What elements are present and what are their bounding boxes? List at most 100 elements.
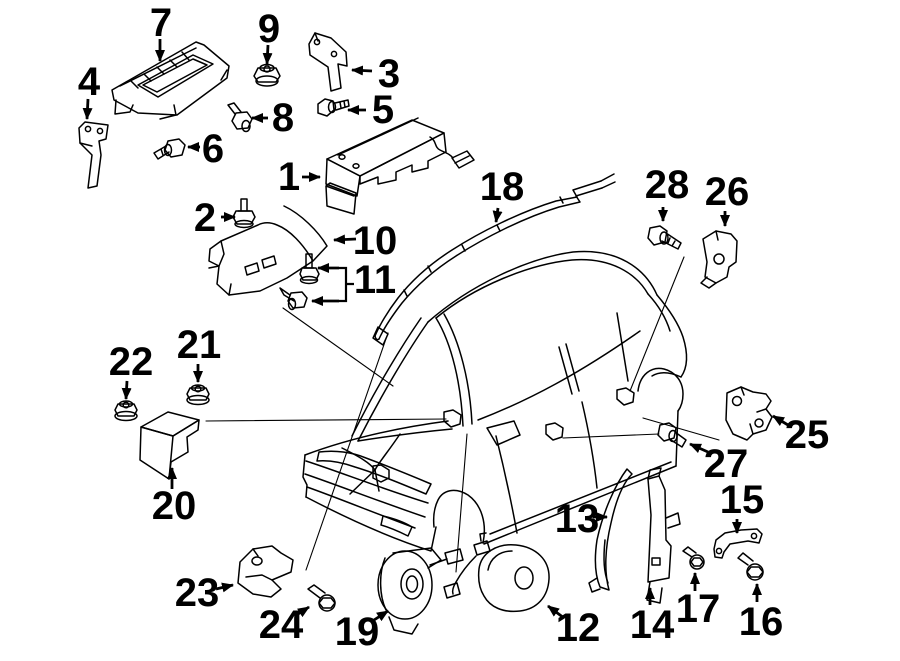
rear-door-seam — [581, 401, 598, 489]
callout-20[interactable]: 20 — [152, 467, 197, 528]
beltline — [477, 330, 641, 421]
a-pillar-far — [351, 317, 429, 442]
side-mirror — [486, 420, 521, 446]
part-17-bolt — [682, 546, 705, 570]
callout-16-label[interactable]: 16 — [739, 600, 784, 644]
callout-13-label[interactable]: 13 — [555, 497, 600, 541]
leader-line-bolts11-to-windshield — [282, 307, 394, 387]
callout-11[interactable]: 11 — [311, 258, 396, 306]
leader-line-bolt28-to-rear-door — [629, 256, 685, 392]
callout-18-arrow — [492, 207, 503, 223]
callout-25-arrow — [772, 414, 789, 427]
callout-28[interactable]: 28 — [645, 163, 690, 222]
vehicle-outline — [302, 250, 688, 552]
callout-19[interactable]: 19 — [335, 609, 389, 654]
clockspring-connector — [444, 548, 464, 565]
callout-13[interactable]: 13 — [555, 497, 608, 541]
callout-27[interactable]: 27 — [689, 442, 749, 486]
part-12-driver-airbag-module — [443, 532, 550, 613]
part-26-side-sensor — [700, 230, 738, 289]
callout-25-label[interactable]: 25 — [785, 413, 830, 457]
airbag-wire — [429, 136, 454, 159]
callout-16[interactable]: 16 — [739, 583, 784, 644]
callout-14-label[interactable]: 14 — [630, 603, 675, 647]
callout-24-label[interactable]: 24 — [259, 603, 304, 647]
callout-1[interactable]: 1 — [278, 155, 321, 199]
front-door-seam — [495, 435, 518, 534]
callout-15[interactable]: 15 — [720, 478, 765, 534]
callout-21-label[interactable]: 21 — [177, 323, 222, 367]
part-27-bolt — [657, 422, 687, 448]
callout-25[interactable]: 25 — [772, 413, 830, 457]
callout-19-label[interactable]: 19 — [335, 610, 380, 654]
callout-26[interactable]: 26 — [705, 170, 750, 227]
part-15-bracket — [713, 528, 763, 559]
callout-3-label[interactable]: 3 — [378, 52, 400, 96]
callout-6-label[interactable]: 6 — [202, 127, 224, 171]
callout-18[interactable]: 18 — [480, 165, 525, 223]
leader-line-sensor23-to-body — [305, 332, 389, 571]
part-16-bolt — [737, 552, 764, 581]
callout-20-label[interactable]: 20 — [152, 484, 197, 528]
airbag-12-wire — [451, 555, 477, 595]
callout-12-label[interactable]: 12 — [556, 606, 601, 650]
callout-23[interactable]: 23 — [175, 571, 234, 615]
callout-27-label[interactable]: 27 — [704, 442, 749, 486]
rear-door-hex-marker — [616, 387, 635, 406]
part-25-side-impact-sensor — [725, 386, 773, 441]
hood-crease-right — [374, 433, 401, 471]
callout-28-label[interactable]: 28 — [645, 163, 690, 207]
callout-4-arrow — [82, 98, 93, 120]
callout-1-label[interactable]: 1 — [278, 155, 300, 199]
callout-7[interactable]: 7 — [150, 1, 172, 62]
callout-22[interactable]: 22 — [109, 340, 154, 400]
callout-21[interactable]: 21 — [177, 323, 222, 383]
door-bottom-line — [489, 461, 672, 535]
headlight — [316, 450, 432, 495]
grille-band-3 — [306, 486, 416, 529]
callout-26-label[interactable]: 26 — [705, 170, 750, 214]
callout-9[interactable]: 9 — [258, 7, 280, 65]
callout-15-label[interactable]: 15 — [720, 478, 765, 522]
callout-22-label[interactable]: 22 — [109, 340, 154, 384]
callout-12-arrow — [547, 604, 565, 620]
roof-drip-line — [435, 258, 649, 319]
callout-17-label[interactable]: 17 — [676, 587, 721, 631]
rear-wheel-arch — [637, 367, 684, 412]
callout-18-label[interactable]: 18 — [480, 165, 525, 209]
callout-8[interactable]: 8 — [251, 96, 294, 140]
callout-11-label[interactable]: 11 — [354, 258, 396, 302]
callout-8-label[interactable]: 8 — [272, 96, 294, 140]
part-8-bolt — [227, 102, 253, 133]
callout-7-label[interactable]: 7 — [150, 1, 172, 45]
callout-2[interactable]: 2 — [194, 196, 236, 240]
callout-10-label[interactable]: 10 — [353, 219, 398, 263]
grille-band-2 — [304, 473, 426, 518]
cowl-hex-marker — [443, 409, 462, 428]
leader-line-module20-to-cowl — [205, 418, 447, 422]
part-24-bolt — [307, 584, 336, 612]
roof-line — [427, 250, 658, 323]
callout-5[interactable]: 5 — [347, 88, 394, 132]
callout-4-label[interactable]: 4 — [78, 60, 101, 104]
c-pillar — [616, 312, 629, 382]
cowl-line — [357, 428, 453, 442]
callout-6[interactable]: 6 — [187, 127, 224, 171]
parts-artwork — [78, 32, 773, 635]
callout-17[interactable]: 17 — [676, 572, 721, 631]
callout-10[interactable]: 10 — [333, 219, 398, 263]
callout-2-label[interactable]: 2 — [194, 196, 216, 240]
callout-12[interactable]: 12 — [547, 604, 601, 650]
front-bumper-bottom — [305, 496, 437, 552]
callout-14[interactable]: 14 — [630, 587, 675, 647]
callout-4[interactable]: 4 — [78, 60, 101, 120]
part-10-bracket — [208, 205, 328, 296]
callout-23-label[interactable]: 23 — [175, 571, 220, 615]
callout-3[interactable]: 3 — [351, 52, 400, 96]
callout-11-bracket — [339, 266, 354, 303]
callout-24[interactable]: 24 — [259, 603, 310, 647]
callout-5-label[interactable]: 5 — [372, 88, 394, 132]
callout-9-label[interactable]: 9 — [258, 7, 280, 51]
callout-24-arrow — [294, 605, 310, 618]
